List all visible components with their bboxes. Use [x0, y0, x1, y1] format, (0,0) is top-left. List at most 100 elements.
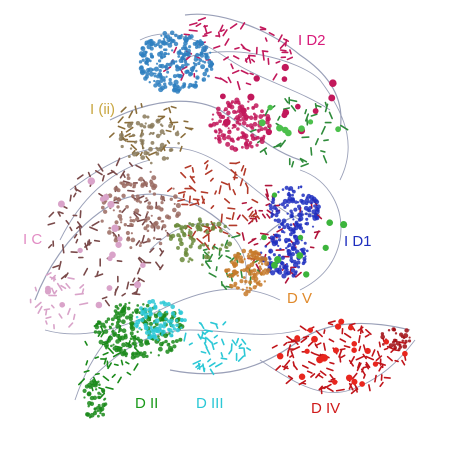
domain-dv-cluster	[266, 268, 271, 273]
domain-ic-strand	[73, 192, 77, 198]
backbone-trace	[169, 322, 411, 375]
domain-div-strand	[361, 367, 365, 373]
domain-dii-tail	[97, 380, 100, 384]
domain-id1-cluster	[297, 265, 301, 269]
domain-dii-strand	[112, 351, 122, 358]
domain-ic-pink-strand	[45, 272, 52, 277]
domain-diii-strand	[201, 331, 204, 338]
domain-diii-cluster	[175, 319, 179, 323]
domain-diii-cluster	[166, 302, 171, 307]
domain-div-sphere	[307, 327, 314, 333]
domain-diii-cluster	[157, 330, 161, 334]
domain-ic-pink-strand	[53, 276, 56, 282]
domain-dii-cluster	[158, 341, 164, 347]
domain-i-ii-cluster	[159, 146, 163, 150]
domain-id2-strand	[268, 31, 275, 37]
domain-diii-cluster	[135, 319, 141, 325]
core-cluster	[205, 230, 210, 234]
domain-dv-cluster	[239, 279, 244, 284]
domain-id2-blue-cluster	[162, 31, 168, 36]
domain-dv-cluster	[249, 287, 253, 291]
domain-ic-pink-strand	[45, 316, 52, 320]
domain-dii-cluster	[116, 347, 122, 352]
domain-id1-red-strand	[276, 228, 284, 233]
domain-id2-core	[255, 143, 259, 147]
domain-div-strand	[359, 325, 363, 335]
backbone-trace	[179, 51, 349, 181]
domain-dii-cluster	[131, 342, 135, 346]
core-strand	[184, 165, 192, 169]
domain-id1-cluster	[289, 258, 294, 263]
core-strand	[236, 231, 241, 236]
domain-i-ii-strand	[180, 133, 186, 139]
domain-dii-tail	[100, 388, 106, 393]
domain-ic-cluster	[132, 186, 135, 189]
domain-dii-strand	[94, 372, 100, 376]
domain-div-strand	[292, 361, 296, 368]
domain-div-sphere	[332, 347, 340, 354]
domain-i-ii-strand	[170, 105, 177, 109]
domain-id2-strand	[183, 33, 191, 36]
domain-ic-cluster	[129, 222, 133, 226]
domain-ic-cluster	[135, 194, 140, 199]
domain-div-end	[407, 339, 412, 343]
domain-diii-cluster	[172, 327, 177, 331]
domain-ic-sphere	[117, 236, 123, 242]
domain-diii-cluster	[158, 309, 161, 312]
domain-id1-red-strand	[296, 271, 302, 277]
domain-dii-cluster	[121, 307, 125, 310]
domain-id2-blue-cluster	[195, 69, 198, 73]
domain-id1-cluster	[271, 209, 274, 213]
domain-i-ii-cluster	[142, 146, 145, 150]
domain-dii-cluster	[106, 317, 111, 321]
domain-ic-cluster	[172, 207, 177, 213]
domain-diii-cluster	[175, 323, 179, 327]
domain-dv-cluster	[260, 262, 264, 266]
domain-id1-cluster	[272, 205, 277, 210]
domain-i-ii-cluster	[120, 144, 124, 149]
domain-dii-tail	[94, 388, 98, 391]
domain-i-ii-strand	[117, 116, 124, 124]
domain-id2-blue-cluster	[155, 79, 161, 85]
domain-id2-blue-cluster	[209, 51, 212, 54]
domain-id1-cluster	[293, 271, 298, 276]
domain-id2-green-strand	[322, 155, 328, 164]
domain-i-ii-strand	[125, 126, 134, 133]
domain-id2-green-strand	[328, 111, 333, 120]
domain-id2-core	[236, 127, 240, 131]
domain-ic-cluster	[159, 207, 164, 212]
domain-id1-cluster	[289, 232, 293, 237]
domain-diii-cluster	[152, 321, 156, 325]
domain-id1-cluster	[293, 234, 297, 238]
domain-ic-strand	[135, 164, 143, 170]
domain-dii-tail	[93, 383, 98, 388]
domain-id1-cluster	[292, 189, 296, 194]
domain-id1-cluster	[286, 192, 291, 197]
domain-id2-strand	[239, 22, 246, 30]
domain-id1-cluster	[284, 185, 289, 190]
domain-id2-green-strand	[264, 108, 269, 117]
domain-dii-cluster	[125, 315, 130, 320]
domain-id2-core	[236, 117, 241, 122]
core-cluster	[184, 253, 188, 256]
domain-id1-cluster	[305, 249, 309, 253]
domain-div-strand	[286, 350, 290, 357]
domain-id1-cluster	[273, 233, 278, 238]
domain-dii-strand	[120, 359, 124, 366]
domain-dii-cluster	[131, 311, 135, 314]
domain-ic-pink-strand	[56, 282, 63, 291]
core-strand	[240, 165, 245, 172]
domain-ic-strand	[155, 261, 162, 270]
core-strand	[231, 212, 235, 221]
domain-ic-cluster	[100, 219, 104, 223]
domain-dv-green-strand	[224, 239, 229, 247]
domain-dv-cluster	[230, 273, 235, 278]
domain-dii-cluster	[114, 304, 119, 309]
domain-ic-sphere	[134, 281, 142, 289]
domain-i-ii-cluster	[170, 148, 174, 152]
core-cluster	[216, 221, 222, 227]
atom-clusters	[82, 30, 412, 419]
domain-div-strand	[383, 376, 391, 379]
domain-id2-core	[227, 127, 230, 130]
domain-ic-pink-strand	[37, 305, 43, 314]
